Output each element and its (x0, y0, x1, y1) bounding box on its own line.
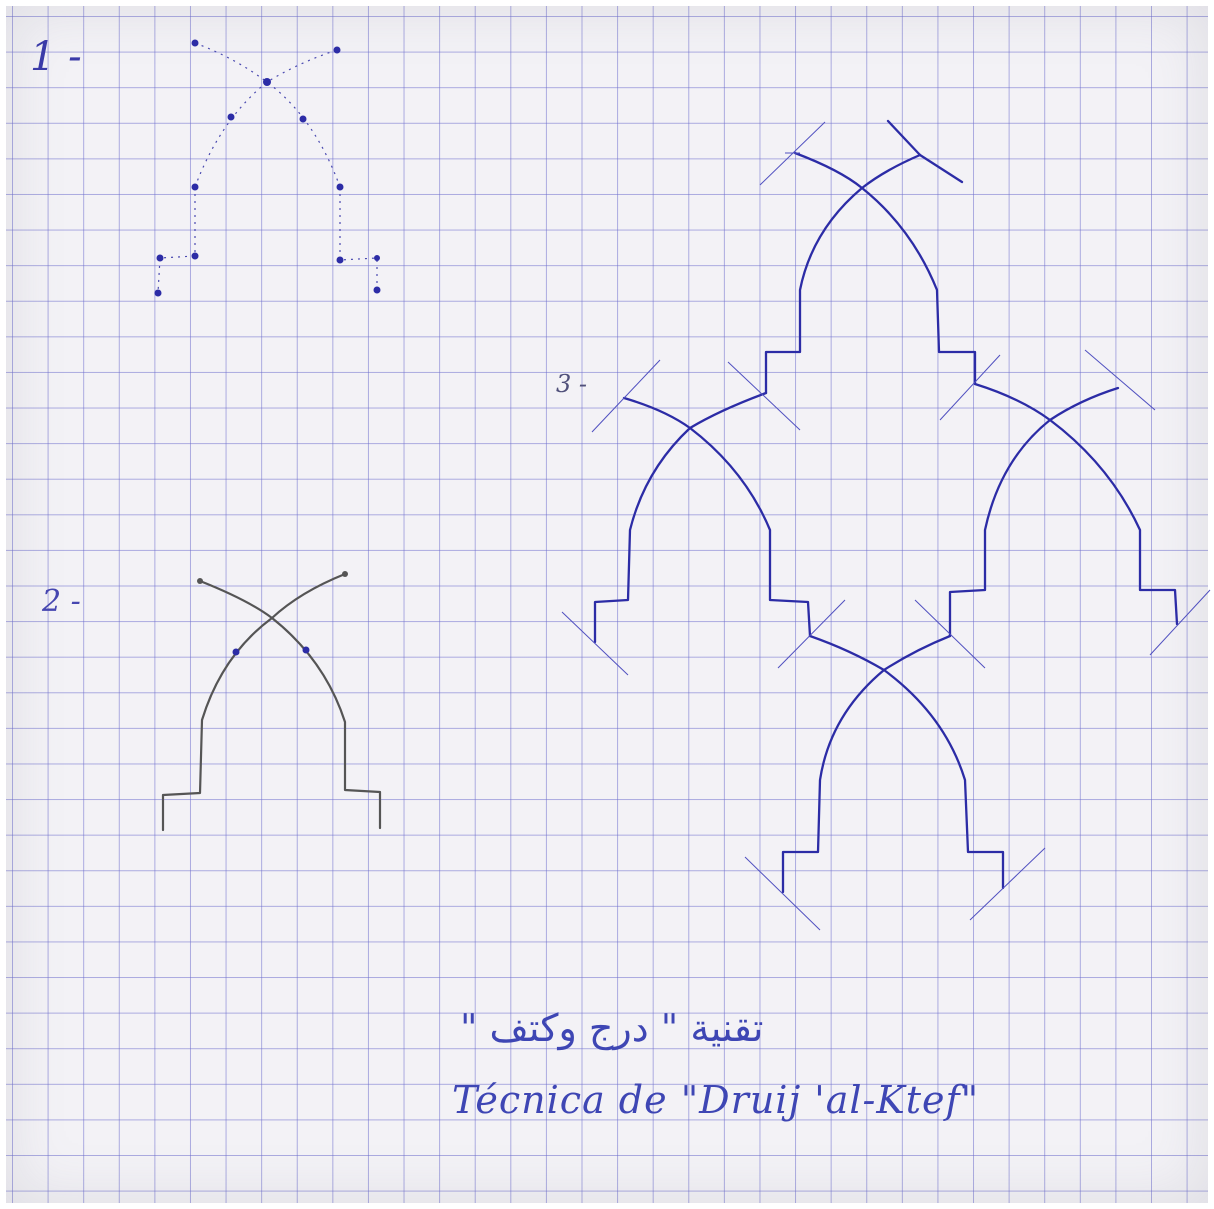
step-1-point (191, 39, 199, 47)
step-3-arch-top-right (860, 153, 977, 386)
step-1-point (336, 256, 344, 264)
step-1-right-arc (194, 42, 341, 188)
step-1-point (191, 252, 199, 260)
graph-paper-sheet (6, 6, 1208, 1203)
guide-tick (914, 599, 986, 669)
step-1-point (154, 289, 162, 297)
step-1-point (191, 183, 199, 191)
step-1-point (336, 183, 344, 191)
step-1-construction (154, 39, 381, 297)
step-3-top-extension (886, 119, 964, 184)
step-2-label: 2 - (42, 584, 81, 619)
guide-tick (1084, 349, 1156, 411)
step-3-arch-bottom-left (781, 634, 886, 894)
guide-tick (744, 856, 821, 931)
step-2-arch (161, 571, 382, 832)
step-3-arch-left-left (593, 396, 692, 644)
step-1-point (333, 46, 341, 54)
guide-tick (1149, 589, 1211, 656)
step-3-arch-bottom-right (882, 634, 1005, 890)
step-3-guides (561, 121, 1211, 931)
guide-tick (939, 354, 1001, 421)
step-3-pattern (593, 119, 1179, 894)
caption-arabic: تقنية " درج وكتف " (460, 1006, 764, 1050)
step-1-point (227, 113, 235, 121)
step-1-point (156, 254, 164, 262)
step-3-label: 3 - (556, 370, 588, 398)
guide-tick (591, 359, 661, 433)
step-3-arch-left-right (688, 391, 812, 638)
guide-tick (561, 611, 629, 676)
step-3-arch-right-left (948, 382, 1052, 638)
step-1-right-jamb (339, 187, 378, 290)
step-3-arch-top-left (764, 151, 864, 395)
step-2-point (197, 578, 203, 584)
step-1-point (373, 286, 381, 294)
step-3-arch-right-right (1048, 386, 1179, 626)
step-1-point (374, 255, 380, 261)
guide-tick (777, 599, 846, 669)
step-2-point (302, 646, 310, 654)
step-1-point (299, 115, 307, 123)
step-2-right-curve (270, 572, 382, 830)
step-2-point (232, 648, 240, 656)
step-2-left-curve (161, 579, 274, 832)
step-2-point (342, 571, 348, 577)
step-1-point (263, 78, 271, 86)
guide-tick (727, 361, 801, 431)
step-1-left-jamb (157, 187, 196, 294)
step-1-label: 1 - (30, 34, 82, 80)
step-1-left-arc (194, 49, 338, 188)
guide-tick (969, 847, 1046, 921)
caption-latin: Técnica de "Druij 'al-Ktef" (452, 1078, 980, 1122)
